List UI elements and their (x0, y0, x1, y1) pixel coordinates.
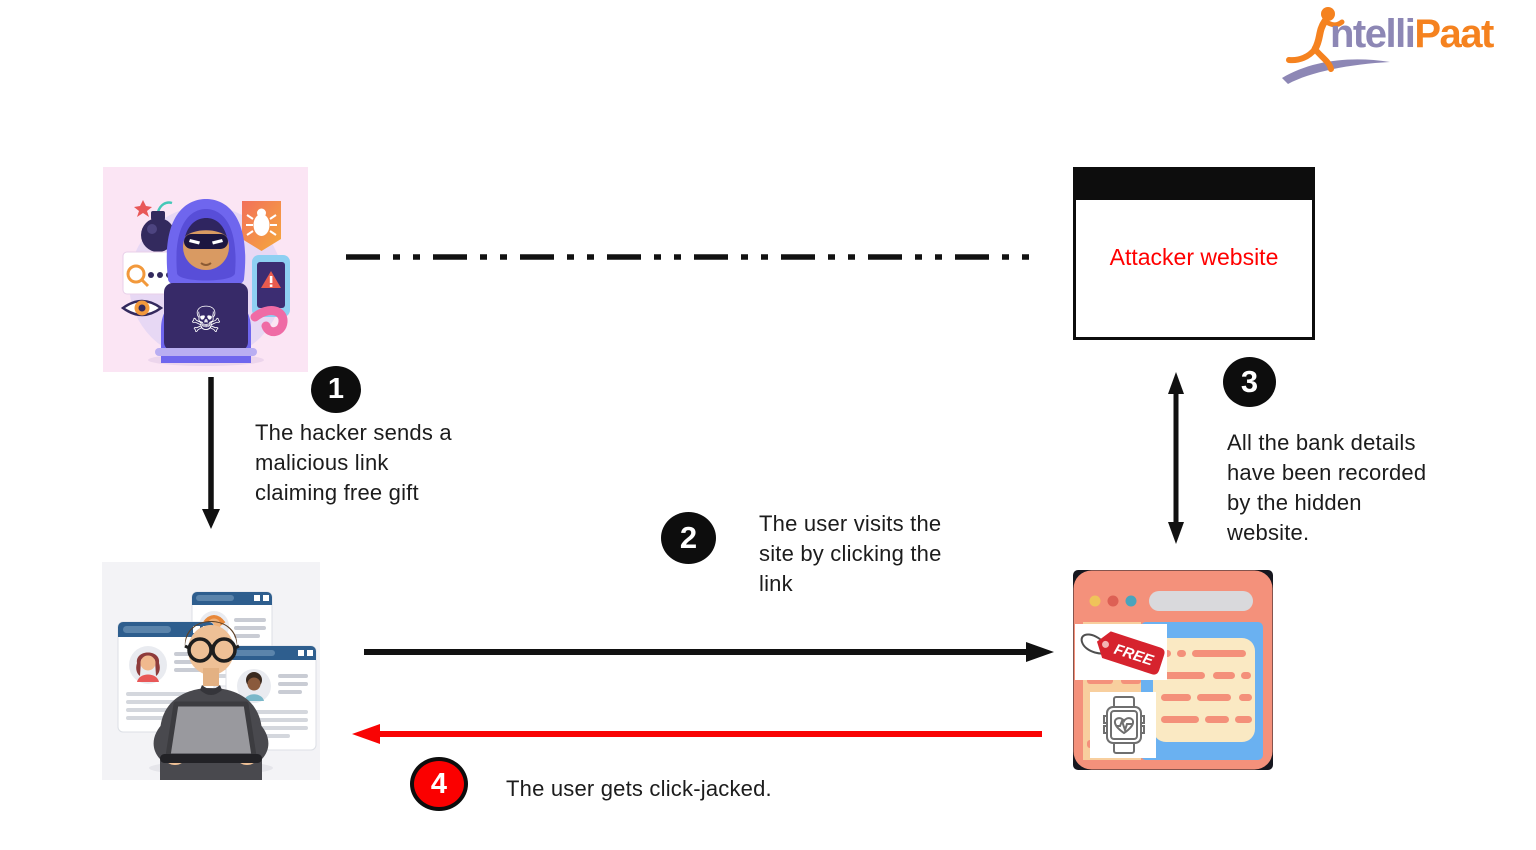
step-3-number: 3 (1240, 364, 1259, 399)
step-1-badge: 1 (311, 366, 361, 413)
step-3-badge: 3 (1223, 357, 1276, 407)
attacker-website-window: Attacker website (1073, 167, 1315, 340)
dashed-connection-line (346, 254, 1034, 260)
step-3-text: All the bank details have been recorded … (1227, 430, 1427, 545)
browser-dots-icon (1089, 591, 1253, 611)
logo-figure-icon (1282, 7, 1390, 84)
logo-wordmark: ntelliPaat (1330, 12, 1494, 57)
step-2-number: 2 (679, 520, 698, 555)
warning-phone-icon (252, 255, 290, 317)
step-4-text: The user gets click-jacked. (506, 776, 772, 801)
arrow-left-red (352, 724, 1042, 744)
arrow-down (202, 377, 220, 529)
free-site-illustration: FREE (1073, 570, 1273, 770)
worm-icon (250, 306, 288, 337)
glasses-icon (184, 637, 240, 663)
eye-icon (120, 299, 164, 317)
intellipaat-logo: ntelliPaat (1278, 4, 1536, 88)
svg-text:☠: ☠ (190, 299, 222, 340)
smartwatch-icon (1090, 692, 1156, 758)
step-4-badge: 4 (410, 757, 468, 811)
logo-text-intelli: ntelli (1330, 12, 1416, 56)
bomb-icon (134, 200, 175, 252)
laptop-icon (160, 701, 262, 763)
step-2-badge: 2 (661, 512, 716, 564)
hacker-illustration: ☠ (103, 167, 308, 372)
step-2-text: The user visits the site by clicking the… (759, 511, 942, 596)
site-content-panel (1141, 622, 1263, 760)
logo-text-paat: Paat (1414, 12, 1494, 56)
arrow-double-vertical (1168, 372, 1184, 544)
step-1-text: The hacker sends a malicious link claimi… (255, 420, 452, 505)
step-1-number: 1 (327, 373, 345, 405)
attacker-window-titlebar (1076, 170, 1312, 200)
skull-laptop-icon: ☠ (155, 283, 257, 356)
bug-shield-icon (242, 201, 281, 251)
step-4-number: 4 (430, 767, 448, 800)
arrow-right (364, 642, 1054, 662)
user-illustration (102, 562, 320, 780)
free-tag: FREE (1075, 624, 1167, 680)
attacker-website-label: Attacker website (1109, 244, 1279, 270)
